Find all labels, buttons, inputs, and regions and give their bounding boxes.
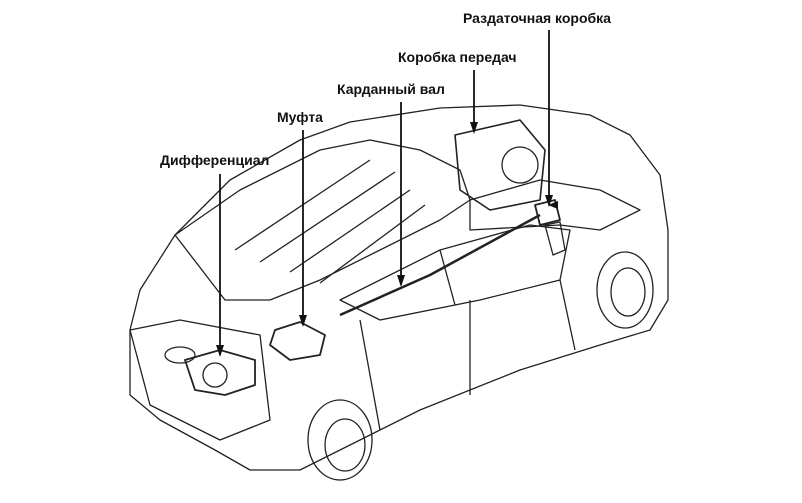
label-coupling: Муфта	[277, 109, 323, 125]
rear-wheel	[307, 399, 373, 481]
front-wheel	[596, 251, 654, 329]
rear-hatch	[129, 319, 271, 441]
side-windows	[339, 224, 571, 321]
rear-wheel-hub	[324, 418, 366, 472]
coupling-part	[269, 321, 326, 361]
transfer-case-part	[534, 199, 561, 226]
label-driveshaft: Карданный вал	[337, 81, 445, 97]
front-wheel-hub	[610, 267, 646, 317]
side-mirror	[544, 221, 566, 256]
transmission-part	[454, 119, 546, 211]
car-body-outline	[129, 104, 669, 471]
windshield	[469, 179, 641, 231]
label-transmission: Коробка передач	[398, 49, 517, 65]
doors	[359, 279, 576, 431]
label-transfer-case: Раздаточная коробка	[463, 10, 611, 26]
driveshaft-part	[339, 213, 541, 317]
rear-emblem	[164, 346, 196, 364]
label-differential: Дифференциал	[160, 152, 270, 168]
